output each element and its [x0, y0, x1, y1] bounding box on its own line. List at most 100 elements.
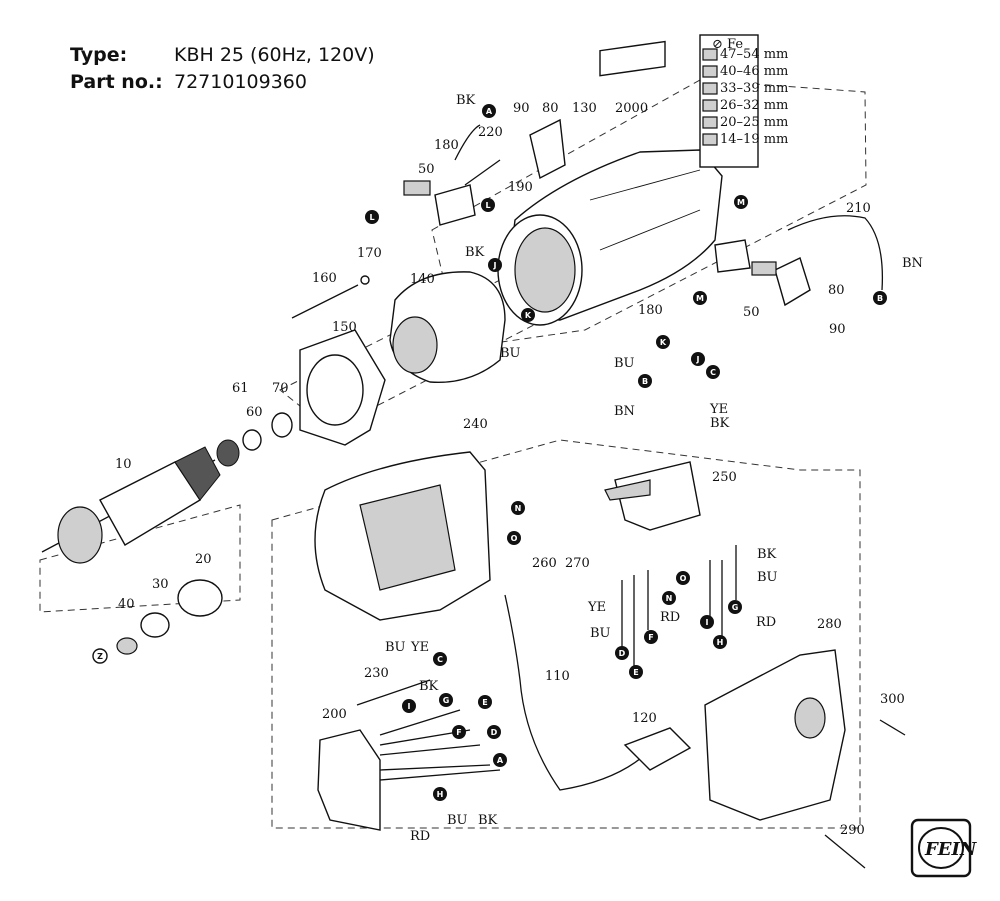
connector-letter: E: [633, 668, 638, 677]
type-label: Type:: [70, 44, 128, 66]
connector-letter: D: [491, 728, 498, 737]
wire-color-bk: BK: [757, 547, 777, 562]
bearings: [216, 412, 293, 467]
connector-letter: B: [877, 294, 883, 303]
connector-letter: N: [666, 594, 673, 603]
wire-color-ye: YE: [709, 402, 728, 417]
connector-letter: N: [515, 504, 522, 513]
part-number-250: 250: [712, 470, 737, 485]
part-number-110: 110: [545, 669, 570, 684]
connector-badge-i: I: [700, 615, 714, 629]
part-number-150: 150: [332, 320, 357, 335]
connector-badge-a: A: [493, 753, 507, 767]
long-screw: [291, 275, 370, 319]
connector-badge-b: B: [638, 374, 652, 388]
connector-letter: F: [648, 633, 653, 642]
inset-card-title: ⊘ Fe: [712, 37, 743, 52]
connector-badge-b: B: [873, 291, 887, 305]
brush-50-right: [751, 261, 777, 276]
wire-230: [356, 679, 431, 706]
inset-row-icon: [702, 133, 718, 146]
connector-letter: M: [737, 198, 745, 207]
part-number-230: 230: [364, 666, 389, 681]
inset-row-text: 14–19 mm: [720, 132, 788, 147]
connector-badge-c: C: [433, 652, 447, 666]
connector-badge-f: F: [644, 630, 658, 644]
connector-letter: L: [485, 201, 490, 210]
part-number-80: 80: [828, 283, 845, 298]
part-number-80: 80: [542, 101, 559, 116]
connector-letter: C: [710, 368, 716, 377]
connector-badge-g: G: [728, 600, 742, 614]
part-number-2000: 2000: [615, 101, 648, 116]
connector-letter: E: [482, 698, 487, 707]
wire-color-bu: BU: [385, 640, 406, 655]
part-number-260: 260: [532, 556, 557, 571]
connector-letter: G: [732, 603, 739, 612]
brush-holder-right: [714, 239, 751, 273]
armature: [41, 446, 221, 564]
inset-row-text: 40–46 mm: [720, 64, 788, 79]
connector-badge-d: D: [487, 725, 501, 739]
part-number-20: 20: [195, 552, 212, 567]
connector-letter: O: [511, 534, 518, 543]
part-number-60: 60: [246, 405, 263, 420]
wire-color-ye: YE: [587, 600, 606, 615]
wire-color-bu: BU: [447, 813, 468, 828]
brush-cover-80-top: [529, 118, 566, 180]
connector-badge-c: C: [706, 365, 720, 379]
part-number-50: 50: [418, 162, 435, 177]
partno-label: Part no.:: [70, 71, 163, 93]
part-number-210: 210: [846, 201, 871, 216]
wire-color-bu: BU: [757, 570, 778, 585]
wire-color-bk: BK: [478, 813, 498, 828]
connector-letter: B: [642, 377, 648, 386]
wire-color-rd: RD: [756, 615, 776, 630]
wire-color-rd: RD: [410, 829, 430, 844]
wire-bundle: [379, 709, 501, 781]
connector-badge-o: O: [676, 571, 690, 585]
dash-outline-armature: [39, 504, 241, 613]
connector-letter: A: [497, 756, 504, 765]
brush-holder-left: [434, 184, 476, 226]
connector-letter: L: [369, 213, 374, 222]
wire-color-bn: BN: [902, 256, 923, 271]
connector-badge-k: K: [521, 308, 535, 322]
handle-cover: [704, 649, 846, 821]
connector-badge-l: L: [365, 210, 379, 224]
wire-color-bu: BU: [614, 356, 635, 371]
part-number-130: 130: [572, 101, 597, 116]
wire-color-bk: BK: [710, 416, 730, 431]
inset-row-icon: [702, 82, 718, 95]
part-number-220: 220: [478, 125, 503, 140]
connector-letter: A: [486, 107, 493, 116]
connector-letter: K: [525, 311, 532, 320]
partno-value: 72710109360: [174, 71, 307, 93]
header: Type: KBH 25 (60Hz, 120V) Part no.: 727101…: [70, 42, 375, 96]
inset-row-text: 33–39 mm: [720, 81, 788, 96]
screw-300: [879, 719, 906, 736]
wire-harness: [621, 545, 737, 670]
connector-letter: J: [493, 261, 497, 270]
connector-badge-j: J: [488, 258, 502, 272]
connector-badge-m: M: [734, 195, 748, 209]
connector-badge-a: A: [482, 104, 496, 118]
connector-letter: Z: [97, 652, 103, 661]
inset-row-icon: [702, 116, 718, 129]
type-value: KBH 25 (60Hz, 120V): [174, 44, 375, 66]
fan: [116, 579, 223, 655]
connector-letter: H: [437, 790, 444, 799]
part-number-270: 270: [565, 556, 590, 571]
connector-letter: I: [706, 618, 709, 627]
connector-letter: F: [456, 728, 461, 737]
part-number-280: 280: [817, 617, 842, 632]
connector-badge-e: E: [478, 695, 492, 709]
electronics-module: [317, 729, 381, 831]
connector-letter: H: [717, 638, 724, 647]
connector-letter: K: [660, 338, 667, 347]
dash-outline-handle: [271, 439, 861, 829]
connector-badge-m: M: [693, 291, 707, 305]
part-number-120: 120: [632, 711, 657, 726]
connector-badge-j: J: [691, 352, 705, 366]
wire-color-bu: BU: [590, 626, 611, 641]
